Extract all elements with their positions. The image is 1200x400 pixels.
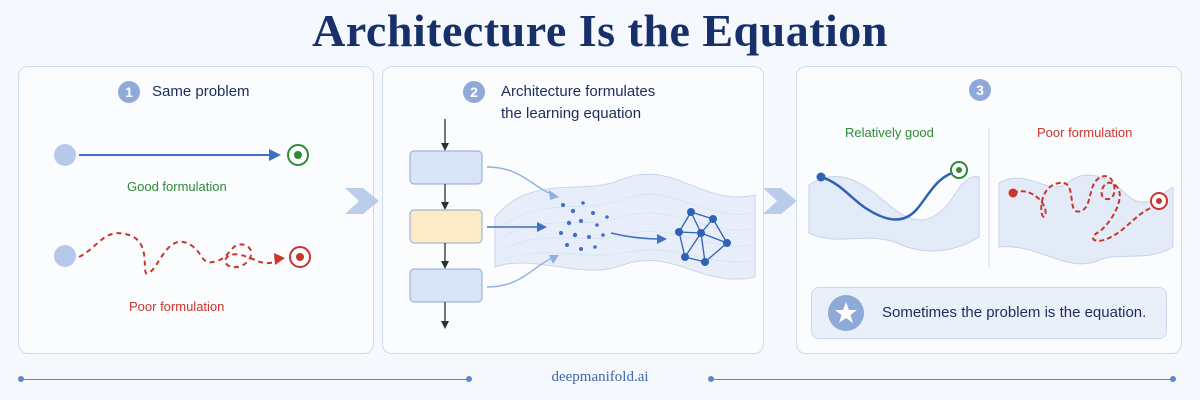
takeaway-callout: Sometimes the problem is the equation. — [811, 287, 1167, 339]
layer-block-1 — [409, 150, 483, 185]
panel-1-heading: Same problem — [152, 83, 250, 100]
flow-arrow-bottom — [486, 256, 556, 288]
flow-arrow-top — [486, 166, 556, 196]
network-graph-icon — [675, 208, 731, 266]
footer-dot-left — [18, 376, 24, 382]
formulation-paths — [54, 144, 311, 275]
start-dot-good — [54, 144, 76, 166]
footer-dot-left-end — [466, 376, 472, 382]
panel-landscapes: 3 Relatively good Poor formulation Somet… — [796, 66, 1182, 354]
landscape-poor — [998, 174, 1174, 265]
arrow-right-icon — [274, 253, 285, 265]
step-badge-1: 1 — [118, 81, 140, 103]
start-dot-poor — [54, 245, 76, 267]
layer-block-3 — [409, 268, 483, 303]
footer-line-left — [22, 379, 470, 380]
panel-architecture: 2 Architecture formulates the learning e… — [382, 66, 764, 354]
footer-dot-right-start — [708, 376, 714, 382]
layer-block-2-highlighted — [409, 209, 483, 244]
landscape-good — [808, 175, 980, 252]
loss-landscapes — [808, 127, 1174, 267]
good-formulation-label: Good formulation — [127, 179, 227, 194]
architecture-diagram — [409, 119, 756, 329]
target-icon — [287, 144, 309, 166]
panel-2-heading-line-2: the learning equation — [501, 105, 642, 122]
optimization-path-good — [820, 169, 960, 221]
step-badge-2: 2 — [463, 81, 485, 103]
page-title: Architecture Is the Equation — [312, 5, 888, 56]
target-icon — [950, 161, 968, 179]
poor-path — [78, 232, 278, 275]
scattered-points — [559, 201, 609, 251]
chevron-right-icon — [345, 188, 379, 214]
poor-formulation-label-2: Poor formulation — [1037, 125, 1133, 140]
target-icon — [1150, 192, 1168, 210]
relatively-good-label: Relatively good — [845, 125, 934, 140]
target-icon — [289, 246, 311, 268]
panel-same-problem: 1 Same problem Good formulation Poor for… — [18, 66, 374, 354]
optimization-path-poor — [1012, 175, 1154, 242]
chevron-right-icon — [763, 188, 797, 214]
arrow-right-icon — [269, 149, 281, 161]
footer-dot-right — [1170, 376, 1176, 382]
footer-line-right — [712, 379, 1172, 380]
footer-brand: deepmanifold.ai — [551, 369, 649, 385]
poor-formulation-label: Poor formulation — [129, 299, 225, 314]
takeaway-text: Sometimes the problem is the equation. — [882, 304, 1147, 321]
panel-2-heading-line-1: Architecture formulates — [501, 83, 656, 100]
step-badge-3: 3 — [969, 79, 991, 101]
star-badge-icon — [828, 295, 864, 331]
